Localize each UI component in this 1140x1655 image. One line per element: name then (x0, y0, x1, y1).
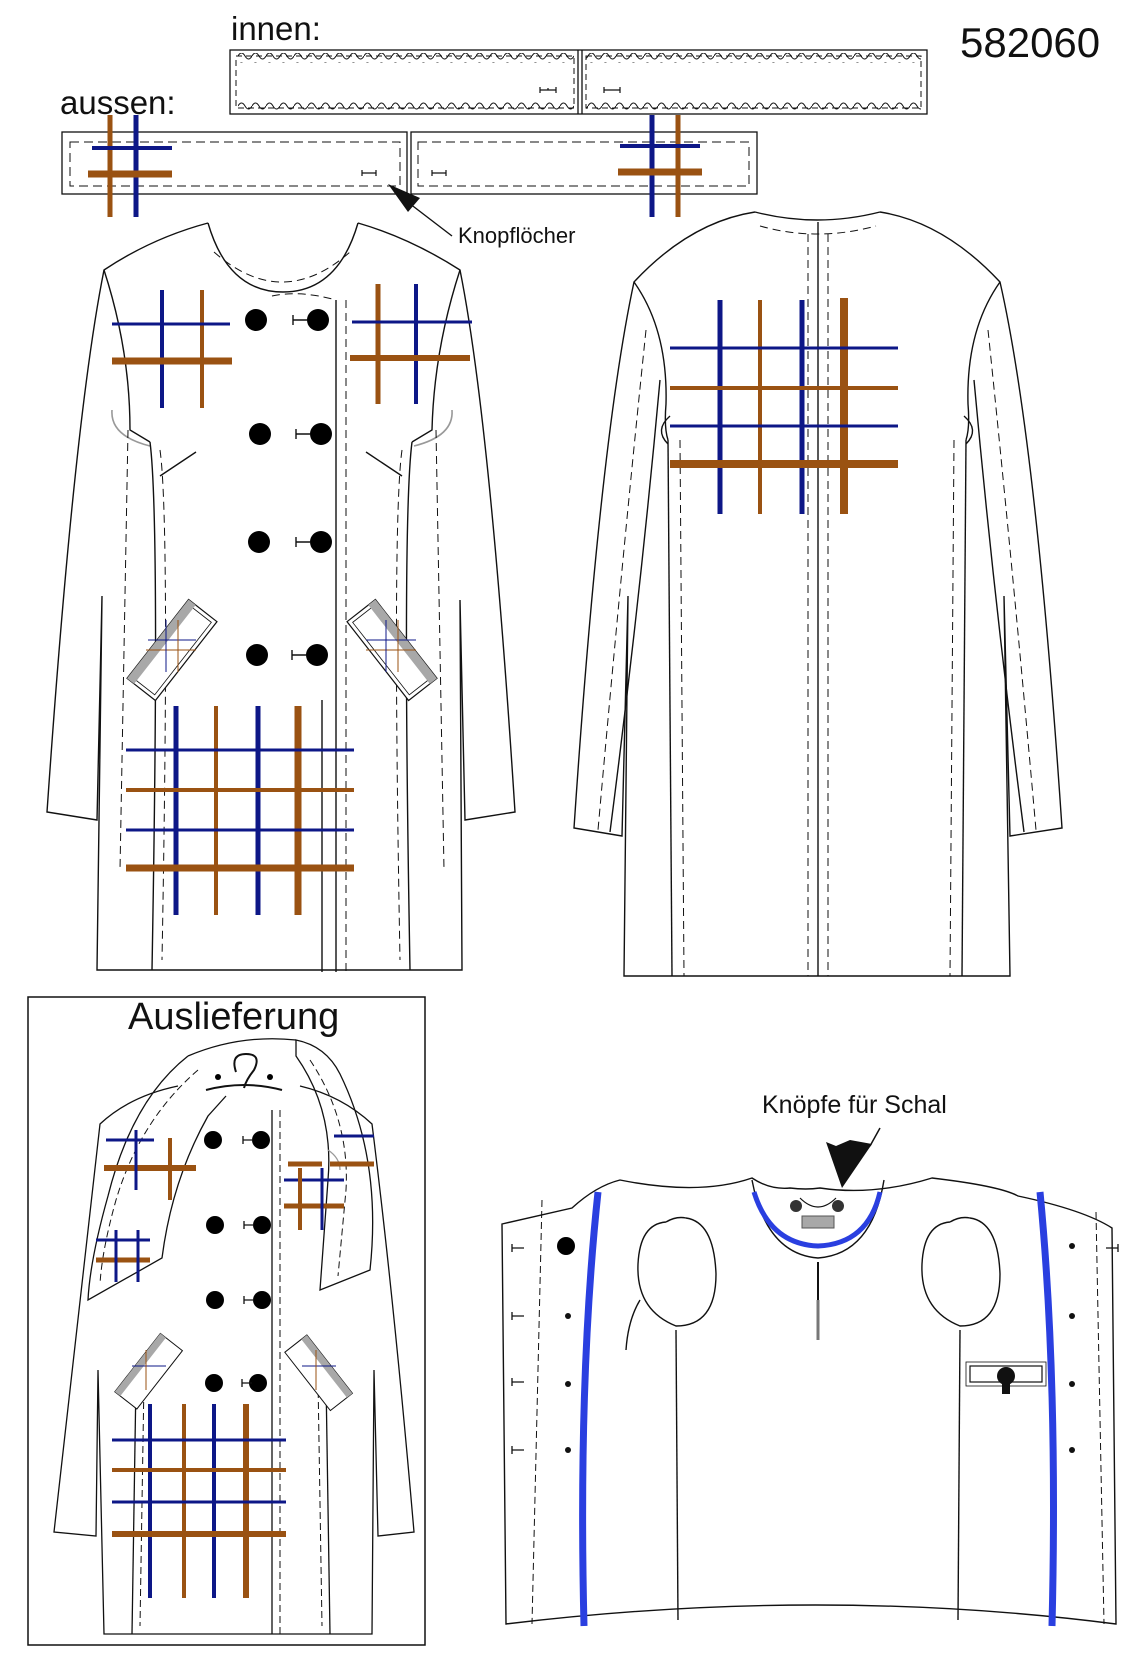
inside-pocket-icon (965, 1361, 1047, 1394)
front-pocket-left (126, 598, 218, 702)
front-buttonholes (291, 315, 310, 660)
delivery-pockets (114, 1332, 354, 1412)
scarf-check-left (88, 115, 172, 217)
style-number: 582060 (960, 19, 1101, 66)
front-check-hem (126, 706, 354, 915)
buttonhole-callout: Knopflöcher (458, 223, 576, 248)
front-check-shoulder-right (350, 284, 472, 404)
scarf-inside-view (229, 49, 928, 115)
front-buttons (245, 309, 332, 666)
scarf-button-arrow-icon (826, 1127, 881, 1188)
scarf-outside-label: aussen: (60, 84, 176, 121)
delivery-panel (27, 996, 426, 1646)
delivery-checks (96, 1130, 374, 1598)
front-pocket-right (346, 598, 438, 702)
scarf-inside-label: innen: (231, 10, 321, 47)
delivery-buttons (204, 1074, 273, 1392)
coat-front-view (46, 222, 516, 972)
buttonhole-arrow-icon (388, 184, 453, 237)
coat-inside-view (501, 1127, 1119, 1627)
scarf-buttons-callout: Knöpfe für Schal (762, 1091, 947, 1119)
scarf-check-right (618, 115, 702, 217)
front-check-shoulder-left (112, 290, 232, 408)
scarf-outside-view (61, 115, 758, 237)
delivery-title: Auslieferung (128, 996, 340, 1038)
back-check-applique (670, 298, 898, 514)
coat-back-view (573, 211, 1063, 977)
